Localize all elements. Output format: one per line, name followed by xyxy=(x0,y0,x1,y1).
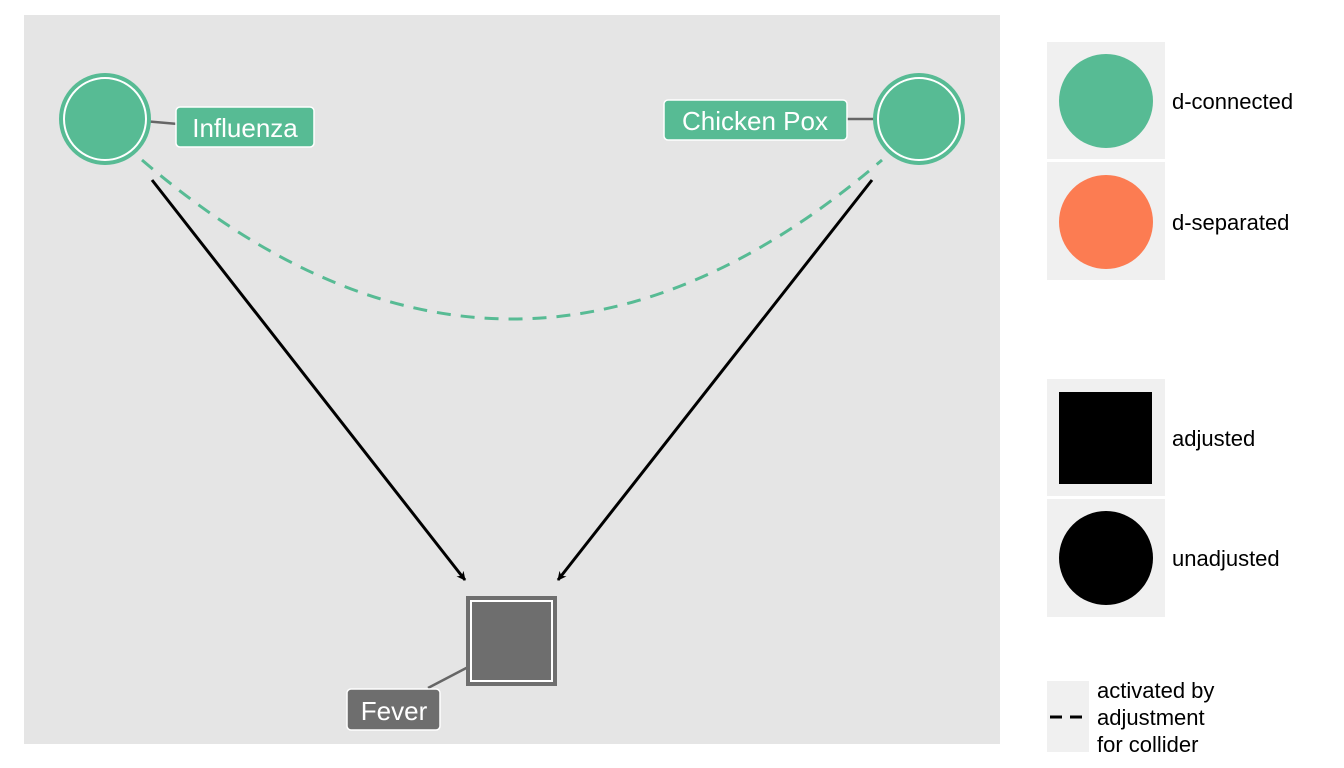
edge-influenza-to-fever xyxy=(150,179,467,581)
legend-label-d-separated: d-separated xyxy=(1172,210,1289,235)
node-chicken-pox[interactable] xyxy=(873,73,965,165)
legend-shape: adjusted unadjusted xyxy=(1047,379,1280,617)
fever-label: Fever xyxy=(346,688,441,731)
legend-label-activated-line3: for collider xyxy=(1097,732,1198,757)
legend-swatch-d-separated xyxy=(1059,175,1153,269)
legend-label-adjusted: adjusted xyxy=(1172,426,1255,451)
legend-label-unadjusted: unadjusted xyxy=(1172,546,1280,571)
legend-swatch-adjusted xyxy=(1059,392,1152,484)
node-influenza[interactable] xyxy=(59,73,151,165)
chicken-pox-label: Chicken Pox xyxy=(663,99,848,141)
legend-label-activated-line1: activated by xyxy=(1097,678,1214,703)
fever-label-text: Fever xyxy=(361,696,428,726)
fever-label-leader xyxy=(427,663,473,690)
node-fever[interactable] xyxy=(466,596,557,686)
legend-color: d-connected d-separated xyxy=(1047,42,1293,280)
collider-activated-path xyxy=(141,158,883,321)
legend-swatch-unadjusted xyxy=(1059,511,1153,605)
legend-linetype: activated by adjustment for collider xyxy=(1047,678,1214,757)
legend-swatch-d-connected xyxy=(1059,54,1153,148)
chicken-pox-label-text: Chicken Pox xyxy=(682,106,828,136)
legend-label-d-connected: d-connected xyxy=(1172,89,1293,114)
influenza-label-text: Influenza xyxy=(192,113,298,143)
legend-label-activated-line2: adjustment xyxy=(1097,705,1205,730)
influenza-label: Influenza xyxy=(175,106,315,148)
edge-chicken-pox-to-fever xyxy=(556,179,874,581)
